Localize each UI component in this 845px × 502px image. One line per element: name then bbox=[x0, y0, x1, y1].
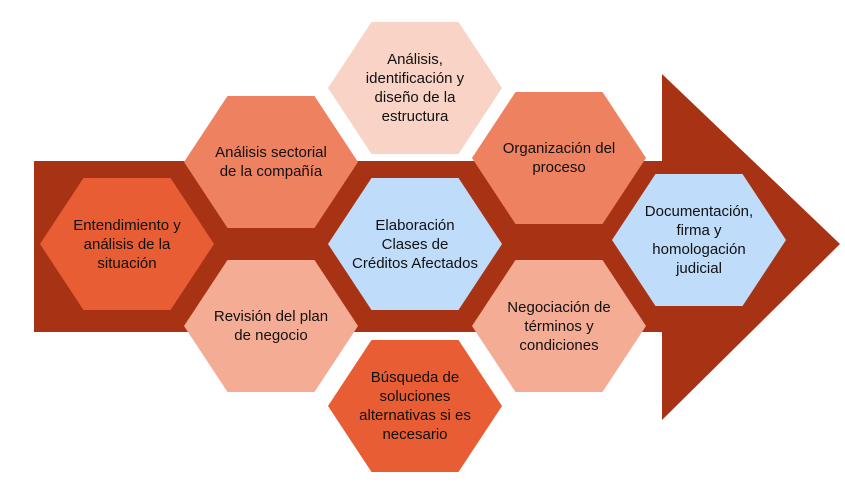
step-label: Organización del proceso bbox=[502, 140, 616, 176]
step-hexagon-organizacion-proceso: Organización del proceso bbox=[472, 92, 646, 224]
step-hexagon-soluciones-alternativas: Búsqueda de soluciones alternativas si e… bbox=[328, 340, 502, 472]
step-hexagon-diseno-estructura: Análisis, identificación y diseño de la … bbox=[328, 22, 502, 154]
step-hexagon-entendimiento: Entendimiento y análisis de la situación bbox=[40, 178, 214, 310]
step-label: Revisión del plan de negocio bbox=[213, 308, 329, 344]
step-label: Negociación de términos y condiciones bbox=[507, 298, 611, 354]
step-label: Búsqueda de soluciones alternativas si e… bbox=[359, 369, 471, 443]
step-label: Documentación, firma y homologación judi… bbox=[644, 203, 754, 277]
step-label: Análisis, identificación y diseño de la … bbox=[365, 51, 465, 125]
step-hexagon-analisis-sectorial: Análisis sectorial de la compañía bbox=[184, 96, 358, 228]
step-hexagon-clases-creditos: Elaboración Clases de Créditos Afectados bbox=[328, 178, 502, 310]
step-hexagon-documentacion: Documentación, firma y homologación judi… bbox=[612, 174, 786, 306]
step-label: Elaboración Clases de Créditos Afectados bbox=[352, 216, 478, 272]
step-label: Entendimiento y análisis de la situación bbox=[73, 216, 181, 272]
step-label: Análisis sectorial de la compañía bbox=[215, 144, 327, 180]
step-hexagon-revision-plan: Revisión del plan de negocio bbox=[184, 260, 358, 392]
step-hexagon-negociacion: Negociación de términos y condiciones bbox=[472, 260, 646, 392]
